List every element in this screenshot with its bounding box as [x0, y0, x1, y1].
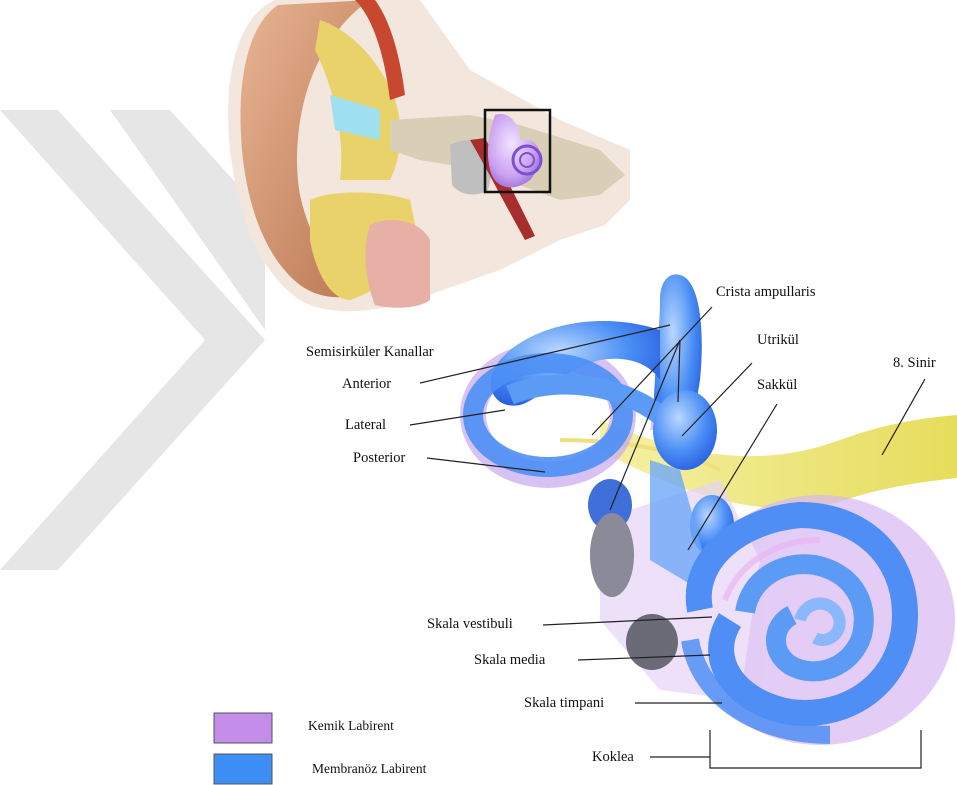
label-saccule: Sakkül [757, 378, 797, 393]
label-scala-media: Skala media [474, 653, 545, 668]
label-semicircular-canals: Semisirküler Kanallar [306, 345, 434, 360]
label-scala-vestibuli: Skala vestibuli [427, 617, 513, 632]
outer-ear-illustration [228, 0, 630, 311]
legend-label-bony: Kemik Labirent [308, 719, 394, 733]
legend-label-membranous: Membranöz Labirent [312, 762, 426, 776]
label-nerve-8: 8. Sinir [893, 356, 936, 371]
label-anterior: Anterior [342, 377, 391, 392]
watermark [0, 110, 265, 570]
label-utricle: Utrikül [757, 333, 799, 348]
label-lateral: Lateral [345, 418, 386, 433]
label-cochlea: Koklea [592, 750, 634, 765]
label-crista-ampullaris: Crista ampullaris [716, 285, 815, 300]
legend-swatch-bony [214, 713, 272, 743]
label-posterior: Posterior [353, 451, 405, 466]
legend-swatch-membranous [214, 754, 272, 784]
label-scala-tympani: Skala timpani [524, 696, 604, 711]
